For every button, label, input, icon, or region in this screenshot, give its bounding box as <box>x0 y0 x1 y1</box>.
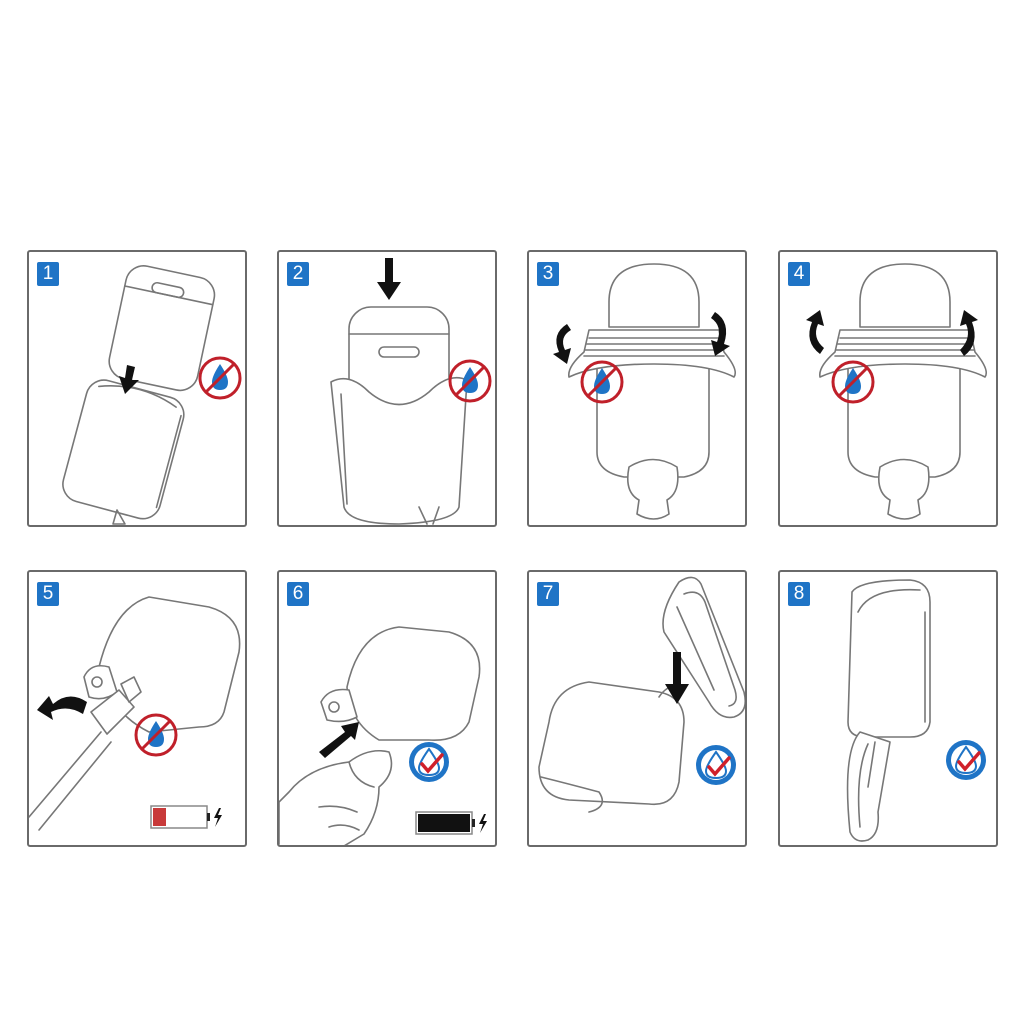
rotate-arrow-icon <box>960 310 978 356</box>
no-water-icon <box>134 713 178 757</box>
step-1-illustration <box>62 265 216 525</box>
step-number-badge: 6 <box>287 582 309 606</box>
no-water-icon <box>448 359 492 403</box>
case-lid <box>108 265 216 392</box>
step-3-illustration <box>553 263 737 520</box>
step-5-panel: 5 <box>27 570 247 847</box>
no-water-icon <box>198 356 242 400</box>
hand <box>279 749 393 845</box>
hook-loop <box>626 458 679 520</box>
no-water-icon <box>831 360 875 404</box>
silicone-case <box>538 681 685 806</box>
carabiner <box>662 576 745 719</box>
silicone-case <box>346 626 481 741</box>
arrow-down-icon <box>665 652 689 704</box>
silicone-case <box>847 579 931 738</box>
step-number-badge: 2 <box>287 262 309 286</box>
waterproof-check-icon <box>696 745 736 785</box>
lightning-icon <box>214 808 222 827</box>
step-6-panel: 6 <box>277 570 497 847</box>
step-6-illustration <box>279 626 481 845</box>
step-7-panel: 7 <box>527 570 747 847</box>
battery-charging-icon <box>150 805 222 829</box>
rotate-arrow-icon <box>806 310 824 354</box>
arrow-down-icon <box>119 365 139 394</box>
step-number-badge: 8 <box>788 582 810 606</box>
step-4-illustration <box>806 263 988 520</box>
rotate-arrow-icon <box>711 312 730 356</box>
step-8-panel: 8 <box>778 570 998 847</box>
battery-fill <box>153 808 166 826</box>
step-number-badge: 5 <box>37 582 59 606</box>
step-3-panel: 3 <box>527 250 747 527</box>
step-2-illustration <box>330 258 468 525</box>
cable-connector <box>90 689 135 735</box>
step-4-panel: 4 <box>778 250 998 527</box>
arrow-down-icon <box>377 258 401 300</box>
battery-fill <box>418 814 470 832</box>
step-1-panel: 1 <box>27 250 247 527</box>
case-lid <box>608 263 700 328</box>
step-2-panel: 2 <box>277 250 497 527</box>
step-number-badge: 3 <box>537 262 559 286</box>
hook-loop <box>877 458 930 520</box>
step-7-illustration <box>538 576 745 813</box>
step-5-illustration <box>29 596 241 831</box>
step-number-badge: 1 <box>37 262 59 286</box>
silicone-sleeve <box>330 376 468 525</box>
lightning-icon <box>479 814 487 833</box>
arrow-left-icon <box>37 696 87 720</box>
step-number-badge: 4 <box>788 262 810 286</box>
step-number-badge: 7 <box>537 582 559 606</box>
waterproof-check-icon <box>946 740 986 780</box>
battery-charging-icon <box>415 811 487 835</box>
no-water-icon <box>580 360 624 404</box>
waterproof-check-icon <box>409 742 449 782</box>
silicone-case <box>62 379 185 520</box>
rotate-arrow-icon <box>553 324 571 364</box>
step-8-illustration <box>846 579 931 842</box>
case-lid <box>859 263 951 328</box>
arrow-icon <box>319 722 359 758</box>
